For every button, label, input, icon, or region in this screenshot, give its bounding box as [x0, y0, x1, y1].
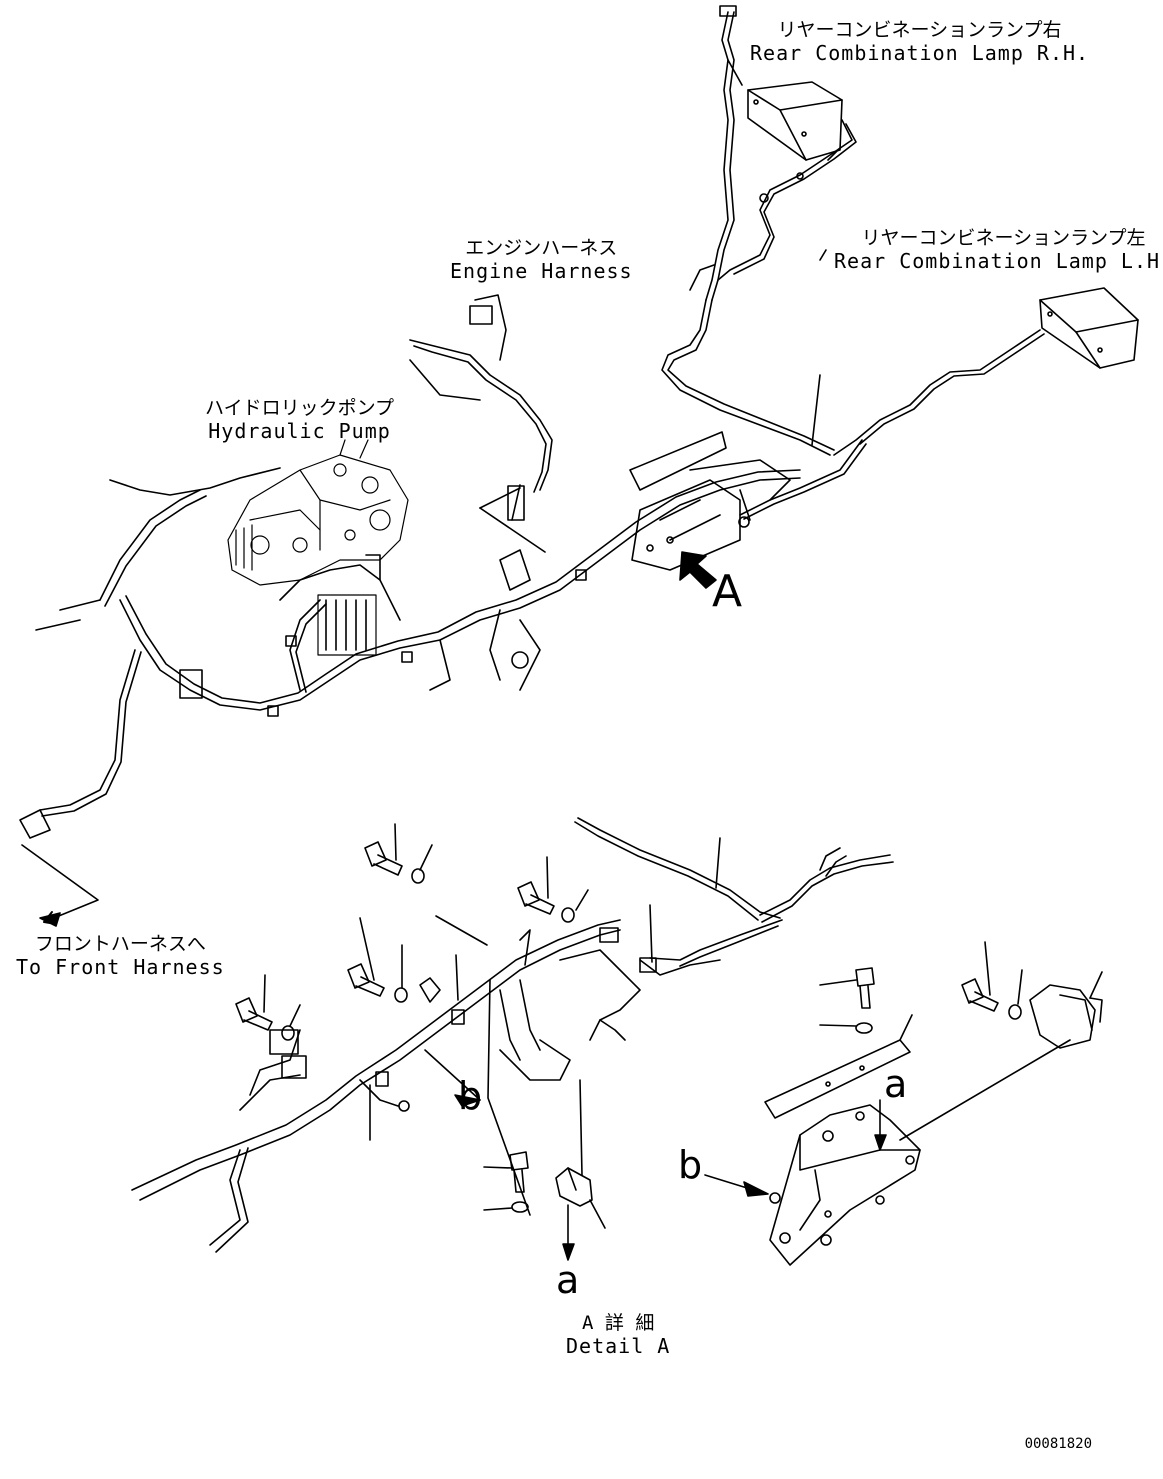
- label-hydraulic-pump-en: Hydraulic Pump: [208, 418, 391, 443]
- label-rear-lamp-rh: リヤーコンビネーションランプ右 Rear Combination Lamp R.…: [750, 19, 1090, 65]
- rear-lamp-lh-cable: [740, 330, 1044, 519]
- label-detail-a: A 詳 細 Detail A: [566, 1312, 671, 1358]
- rear-lamp-rh: [748, 82, 842, 160]
- label-detail-a-en: Detail A: [566, 1333, 671, 1358]
- label-front-harness-jp: フロントハーネスへ: [34, 933, 206, 955]
- bolt-2: [518, 882, 554, 914]
- bolt-3: [348, 964, 384, 996]
- washer-1: [412, 869, 424, 883]
- front-harness-leader: [22, 845, 98, 926]
- label-engine-harness: エンジンハーネス Engine Harness: [450, 237, 633, 283]
- relay-lower: [556, 1080, 605, 1228]
- bolt-6: [856, 968, 874, 1008]
- label-rear-lamp-rh-en: Rear Combination Lamp R.H.: [750, 40, 1090, 65]
- marker-b-right: b: [678, 1143, 703, 1187]
- washer-5: [512, 1202, 528, 1212]
- view-arrow-a: [680, 552, 716, 588]
- bolt-1: [365, 842, 402, 875]
- marker-a-lower: a: [556, 1258, 580, 1302]
- rear-lamp-rh-cable: [662, 6, 856, 455]
- bracket-lower: [770, 1040, 1070, 1265]
- bracket-upper: [630, 432, 790, 570]
- hydraulic-pump: [228, 440, 408, 585]
- plate-lower: [765, 1015, 912, 1118]
- label-engine-harness-jp: エンジンハーネス: [465, 237, 618, 259]
- label-rear-lamp-lh-jp: リヤーコンビネーションランプ左: [861, 227, 1146, 249]
- drawing-number: 00081820: [1025, 1436, 1092, 1452]
- marker-b-left: b: [458, 1074, 483, 1118]
- engine-harness: [410, 295, 552, 552]
- lower-harness: [132, 818, 893, 1252]
- bolt-7: [962, 979, 998, 1011]
- bolts-washers: [236, 824, 1022, 1212]
- label-detail-a-jp: A 詳 細: [582, 1312, 655, 1334]
- washer-4: [282, 1026, 294, 1040]
- washer-3: [395, 988, 407, 1002]
- label-rear-lamp-rh-jp: リヤーコンビネーションランプ右: [777, 19, 1062, 41]
- marker-view-a: A: [712, 566, 743, 617]
- bolt-4: [236, 998, 272, 1030]
- main-harness: [20, 468, 800, 838]
- label-front-harness-en: To Front Harness: [16, 954, 225, 979]
- label-rear-lamp-lh: リヤーコンビネーションランプ左 Rear Combination Lamp L.…: [834, 227, 1163, 273]
- washer-6: [856, 1023, 872, 1033]
- detail-leaders: [370, 838, 886, 1260]
- label-hydraulic-pump-jp: ハイドロリックポンプ: [205, 397, 395, 419]
- washer-7: [1009, 1005, 1021, 1019]
- label-engine-harness-en: Engine Harness: [450, 258, 633, 283]
- label-hydraulic-pump: ハイドロリックポンプ Hydraulic Pump: [205, 397, 395, 443]
- washer-2: [562, 908, 574, 922]
- rear-lamp-lh: [1040, 288, 1138, 368]
- relay-right: [1030, 972, 1102, 1048]
- label-rear-lamp-lh-en: Rear Combination Lamp L.H.: [834, 248, 1163, 273]
- marker-a-upper: a: [884, 1062, 908, 1106]
- label-front-harness: フロントハーネスへ To Front Harness: [16, 933, 225, 979]
- misc-leaders: [728, 60, 840, 260]
